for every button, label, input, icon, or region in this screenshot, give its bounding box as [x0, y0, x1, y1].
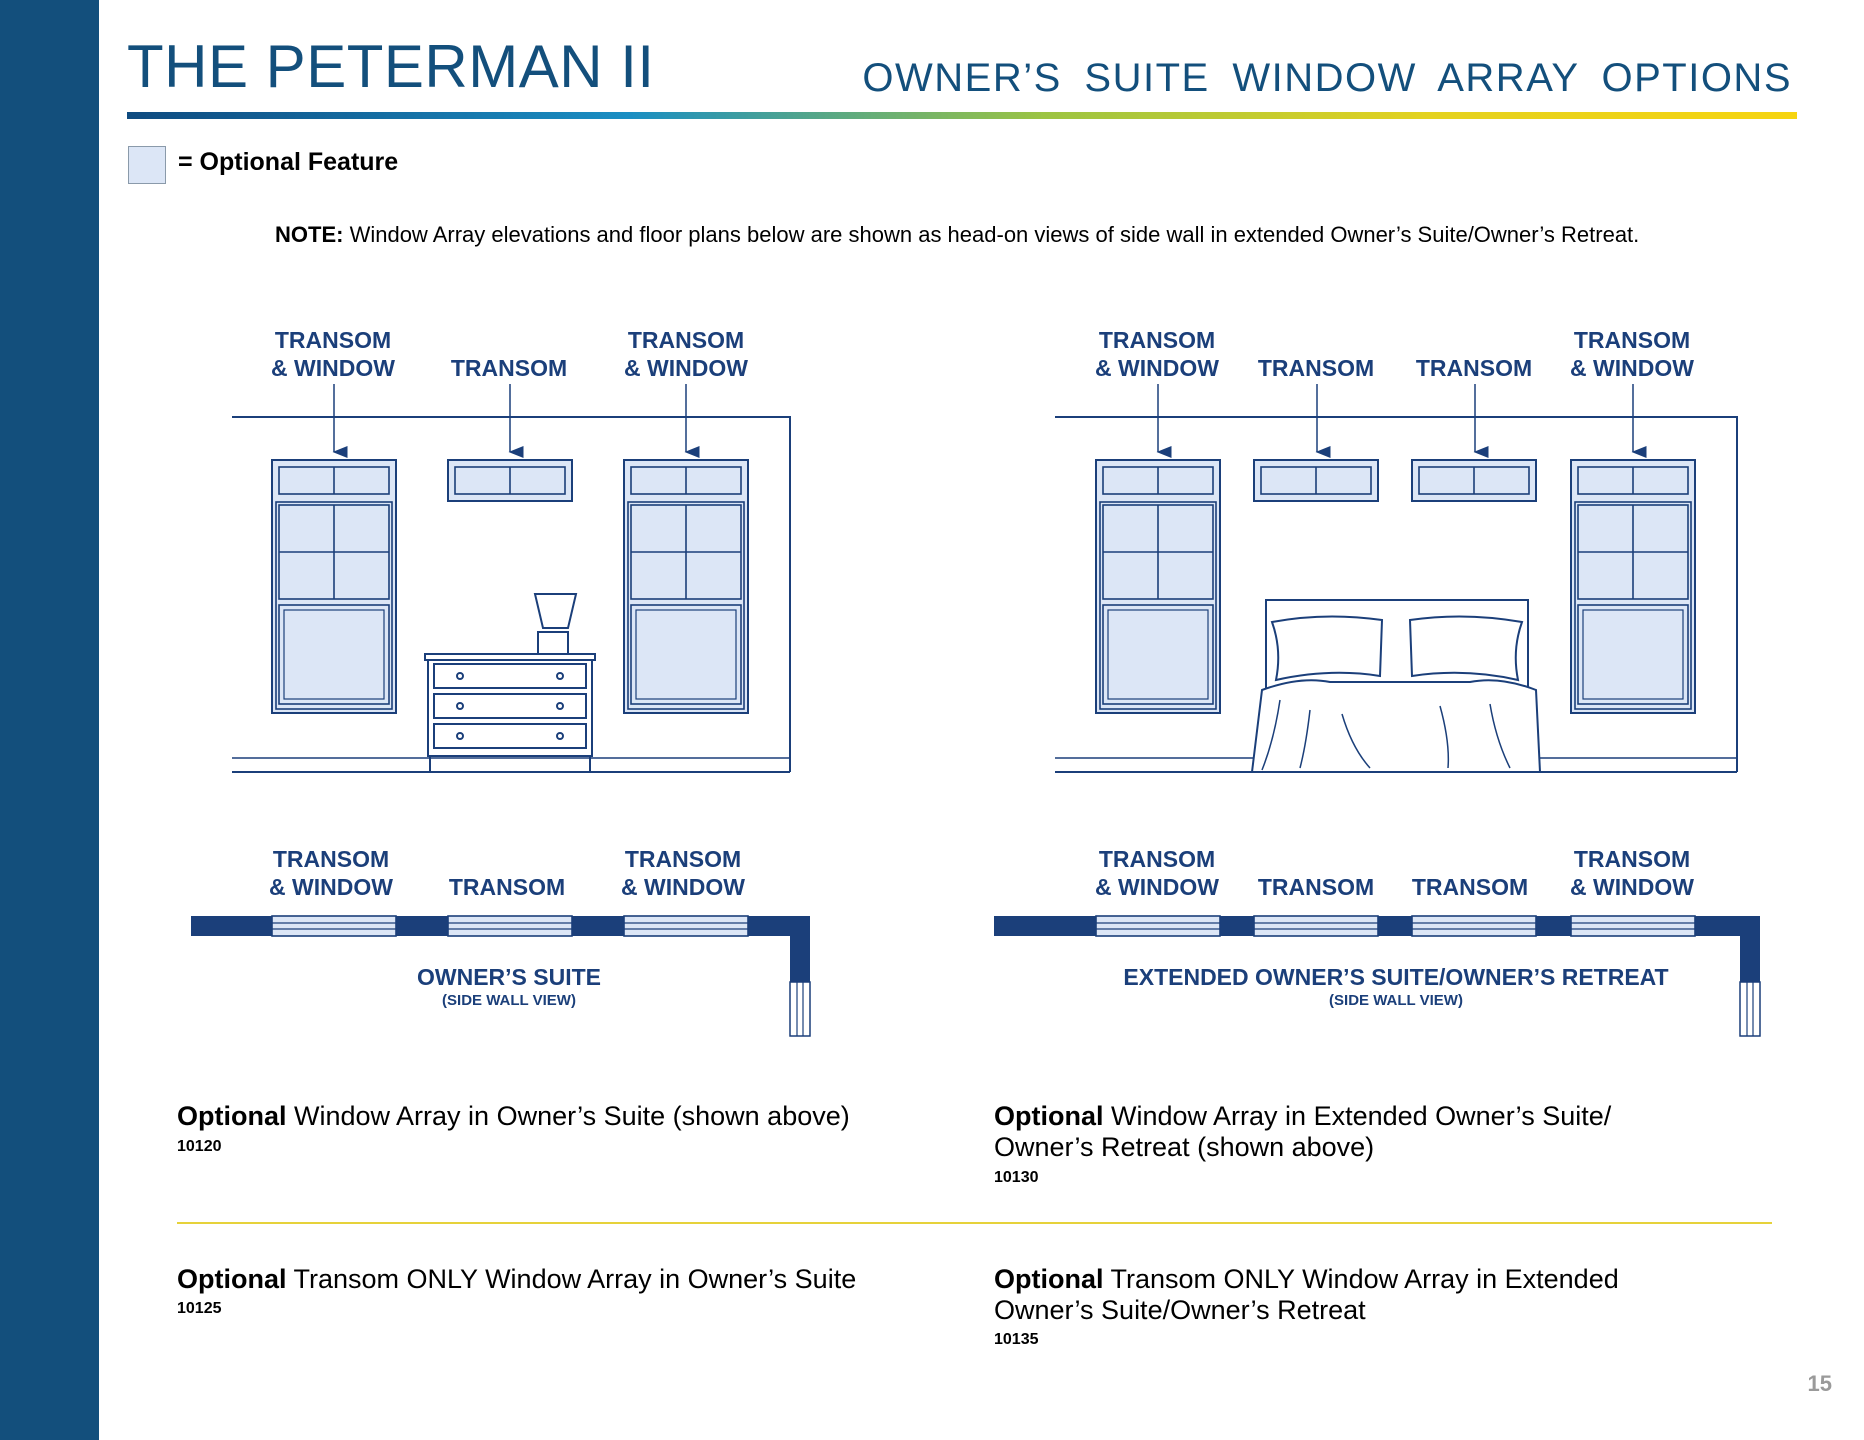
note-text: Window Array elevations and floor plans … [343, 222, 1640, 247]
window-transom-right-4 [1570, 459, 1696, 714]
nightstand-illustration [424, 593, 596, 772]
window-transom-left-1 [271, 459, 397, 714]
window-array-diagrams: TRANSOM & WINDOW TRANSOM TRANSOM & WINDO… [191, 327, 1761, 1037]
window-transom-right-1 [1095, 459, 1221, 714]
transom-right-2 [1253, 459, 1379, 502]
label-r-transom-window-4a: TRANSOM [1574, 327, 1690, 353]
option-3-text: Transom ONLY Window Array in Owner’s Sui… [286, 1264, 857, 1294]
page-title: THE PETERMAN II [127, 33, 655, 100]
option-3-code: 10125 [177, 1300, 222, 1317]
label-r-transom-window-4b: & WINDOW [1570, 355, 1694, 381]
plan-right-transom-2 [1253, 915, 1379, 937]
plan-right-label-1b: & WINDOW [1095, 874, 1219, 900]
plan-left-label-2: TRANSOM [449, 874, 565, 900]
option-window-array-extended: Optional Window Array in Extended Owner’… [994, 1101, 1644, 1163]
plan-left-room: OWNER’S SUITE [417, 964, 601, 990]
option-window-array-owners-suite: Optional Window Array in Owner’s Suite (… [177, 1101, 937, 1132]
option-2-code: 10130 [994, 1169, 1039, 1186]
label-transom-2: TRANSOM [451, 355, 567, 381]
plan-left-label-1a: TRANSOM [273, 846, 389, 872]
option-4-code: 10135 [994, 1331, 1039, 1348]
option-3-bold: Optional [177, 1264, 287, 1294]
label-r-transom-2: TRANSOM [1258, 355, 1374, 381]
option-1-bold: Optional [177, 1101, 287, 1131]
plan-right-view: (SIDE WALL VIEW) [1329, 992, 1463, 1009]
note: NOTE: Window Array elevations and floor … [275, 222, 1639, 248]
plan-right-label-1a: TRANSOM [1099, 846, 1215, 872]
elevation-left: TRANSOM & WINDOW TRANSOM TRANSOM & WINDO… [232, 327, 791, 773]
plan-left-window-1 [271, 915, 397, 937]
plan-right-room: EXTENDED OWNER’S SUITE/OWNER’S RETREAT [1123, 964, 1668, 990]
plan-right-label-3: TRANSOM [1412, 874, 1528, 900]
plan-left-label-3a: TRANSOM [625, 846, 741, 872]
optional-feature-swatch [128, 146, 166, 184]
option-1-code: 10120 [177, 1138, 222, 1155]
option-4-text: Transom ONLY Window Array in Extended Ow… [994, 1264, 1619, 1325]
plan-left-window-3 [623, 915, 749, 937]
option-transom-only-extended: Optional Transom ONLY Window Array in Ex… [994, 1264, 1644, 1326]
section-divider [177, 1222, 1772, 1224]
elevation-right-labels: TRANSOM & WINDOW TRANSOM TRANSOM TRANSOM… [1095, 327, 1694, 381]
plan-right-label-4b: & WINDOW [1570, 874, 1694, 900]
side-band [0, 0, 99, 1440]
note-label: NOTE: [275, 222, 344, 247]
plan-right-label-4a: TRANSOM [1574, 846, 1690, 872]
label-r-transom-window-1b: & WINDOW [1095, 355, 1219, 381]
transom-left-2 [447, 459, 573, 502]
option-4-bold: Optional [994, 1264, 1104, 1294]
option-1-text: Window Array in Owner’s Suite (shown abo… [286, 1101, 850, 1131]
transom-right-3 [1411, 459, 1537, 502]
option-2-bold: Optional [994, 1101, 1104, 1131]
plan-left: TRANSOM & WINDOW TRANSOM TRANSOM & WINDO… [191, 846, 811, 1037]
plan-left-label-3b: & WINDOW [621, 874, 745, 900]
elevation-right: TRANSOM & WINDOW TRANSOM TRANSOM TRANSOM… [1055, 327, 1738, 773]
label-r-transom-3: TRANSOM [1416, 355, 1532, 381]
plan-right-window-4 [1570, 915, 1696, 937]
label-transom-window-3b: & WINDOW [624, 355, 748, 381]
plan-left-view: (SIDE WALL VIEW) [442, 992, 576, 1009]
label-r-transom-window-1a: TRANSOM [1099, 327, 1215, 353]
plan-right-label-2: TRANSOM [1258, 874, 1374, 900]
label-transom-window-3a: TRANSOM [628, 327, 744, 353]
gradient-rule [127, 112, 1797, 119]
page-number: 15 [1807, 1371, 1832, 1396]
plan-left-transom-2 [447, 915, 573, 937]
legend-label: = Optional Feature [178, 148, 399, 176]
plan-right: TRANSOM & WINDOW TRANSOM TRANSOM TRANSOM… [994, 846, 1761, 1037]
label-transom-window-1a: TRANSOM [275, 327, 391, 353]
bed-illustration [1250, 599, 1542, 773]
window-transom-left-3 [623, 459, 749, 714]
plan-right-transom-3 [1411, 915, 1537, 937]
label-transom-window-1b: & WINDOW [271, 355, 395, 381]
option-2-text: Window Array in Extended Owner’s Suite/ … [994, 1101, 1612, 1162]
plan-right-window-1 [1095, 915, 1221, 937]
page-subtitle: OWNER’S SUITE WINDOW ARRAY OPTIONS [862, 56, 1792, 100]
option-transom-only-owners-suite: Optional Transom ONLY Window Array in Ow… [177, 1264, 937, 1295]
plan-left-label-1b: & WINDOW [269, 874, 393, 900]
elevation-left-labels: TRANSOM & WINDOW TRANSOM TRANSOM & WINDO… [271, 327, 748, 381]
